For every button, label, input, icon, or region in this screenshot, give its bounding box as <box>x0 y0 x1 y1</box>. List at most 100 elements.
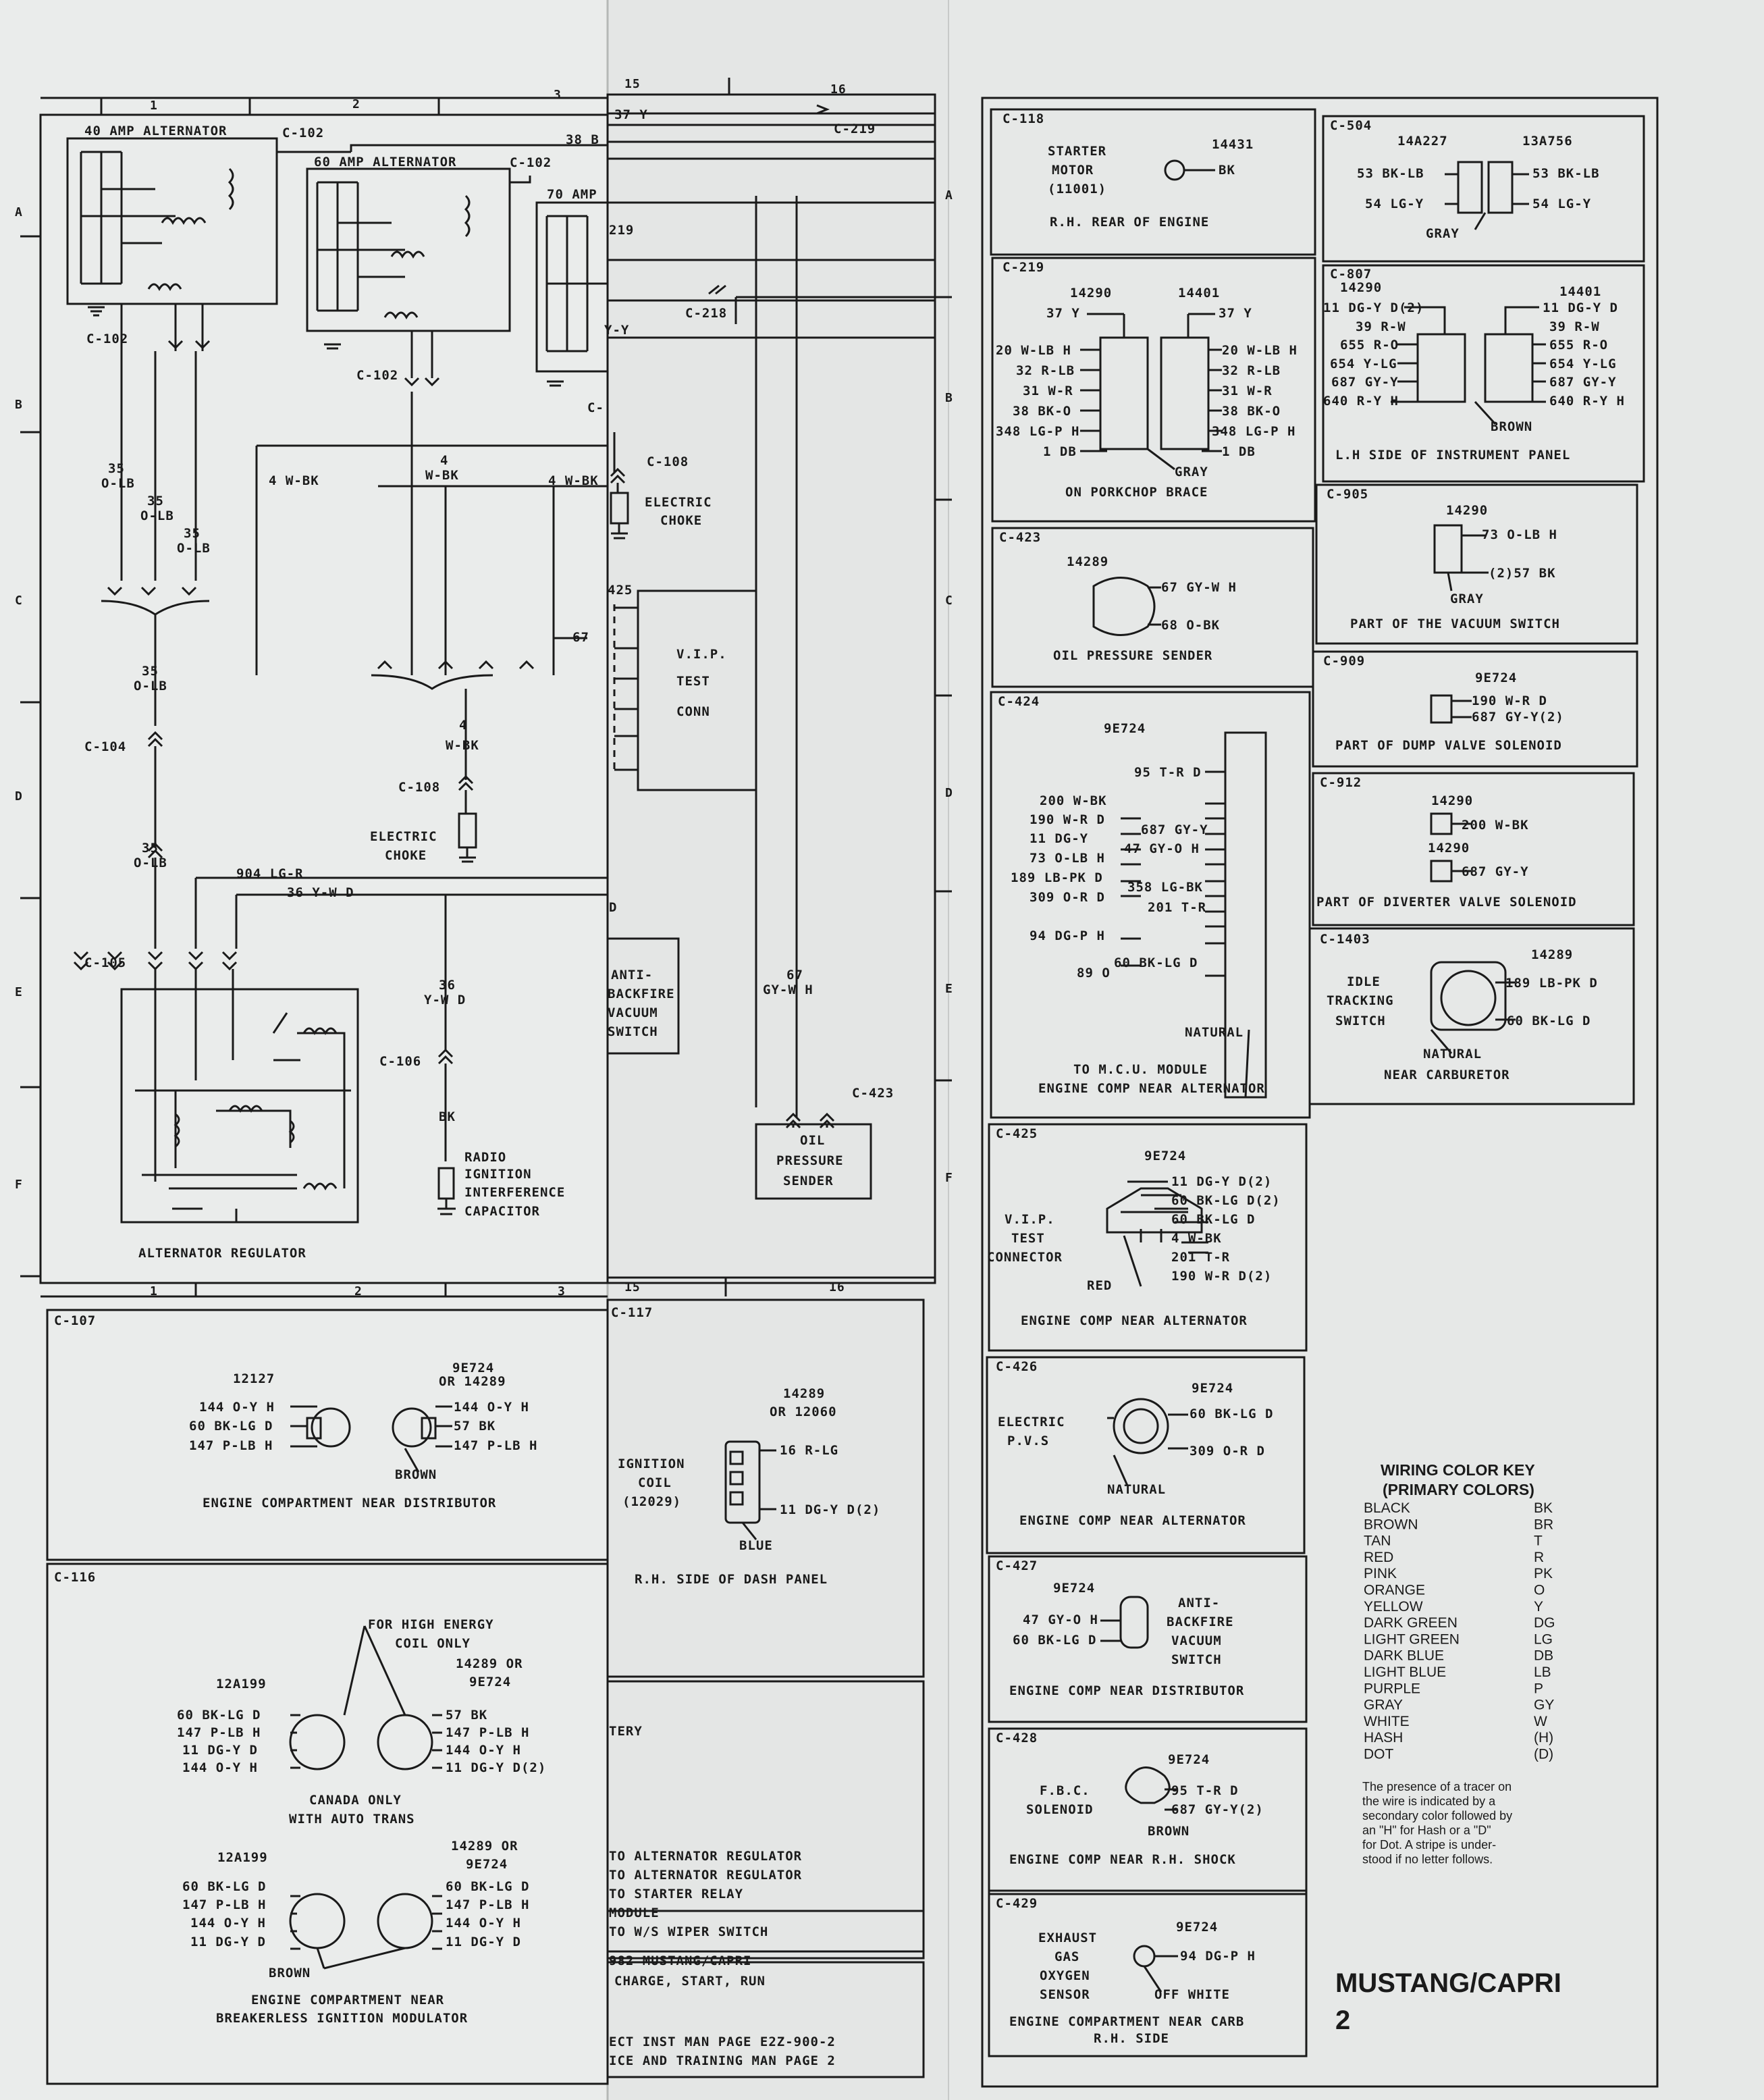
c116-canada1: CANADA ONLY <box>309 1793 402 1808</box>
c905-color: GRAY <box>1450 592 1484 606</box>
radio-1: RADIO <box>464 1150 506 1165</box>
grid-row-d-mid: D <box>945 786 953 800</box>
c427-wire2: 60 BK-LG D <box>1013 1633 1096 1648</box>
vip-1: V.I.P. <box>676 647 727 662</box>
c424-w10: 309 O-R D <box>1030 890 1105 905</box>
color-key-name: DOT <box>1364 1747 1394 1762</box>
oil-pressure-sender-box <box>755 1123 872 1200</box>
c428-id: C-428 <box>996 1731 1038 1745</box>
oil-3: SENDER <box>783 1174 834 1188</box>
color-key-note-line: The presence of a tracer on <box>1362 1780 1512 1793</box>
wire-yy: Y-Y <box>604 323 629 338</box>
c425-box <box>988 1123 1308 1352</box>
grid-row-c-mid: C <box>945 594 953 608</box>
c118-name1: STARTER <box>1048 144 1106 159</box>
color-key-code: Y <box>1534 1599 1543 1615</box>
c909-id: C-909 <box>1323 654 1365 668</box>
c427-name4: SWITCH <box>1171 1652 1222 1667</box>
c116-partA: 12A199 <box>216 1677 267 1691</box>
c424-loc2: ENGINE COMP NEAR ALTERNATOR <box>1038 1081 1265 1096</box>
alternator-70amp-box <box>535 201 609 373</box>
color-key-name: BROWN <box>1364 1517 1418 1532</box>
c118-wire: BK <box>1219 163 1235 178</box>
wire-35-b: 35 <box>147 494 164 508</box>
c1403-name1: IDLE <box>1347 974 1381 989</box>
c427-wire1: 47 GY-O H <box>1023 1612 1098 1627</box>
color-key-note-line: stood if no letter follows. <box>1362 1853 1493 1866</box>
wire-gyw: GY-W H <box>763 982 813 997</box>
c504-r2: 54 LG-Y <box>1532 196 1591 211</box>
page-number: 2 <box>1335 2005 1350 2035</box>
color-key-name: ORANGE <box>1364 1583 1425 1598</box>
index-line5: TO W/S WIPER SWITCH <box>609 1924 768 1939</box>
alternator-60amp-box <box>306 167 511 332</box>
c117-id: C-117 <box>611 1305 653 1320</box>
c504-id: C-504 <box>1330 118 1372 133</box>
c807-r6: 640 R-Y H <box>1549 394 1625 409</box>
c1403-location: NEAR CARBURETOR <box>1384 1068 1510 1082</box>
c423-id: C-423 <box>999 530 1041 545</box>
c807-r2: 39 R-W <box>1549 319 1600 334</box>
color-key-code: BR <box>1534 1517 1553 1532</box>
c912-box <box>1312 772 1635 926</box>
grid-row-e: E <box>15 985 23 999</box>
c425-w3: 60 BK-LG D <box>1171 1212 1255 1227</box>
c424-w13: 60 BK-LG D <box>1114 955 1198 970</box>
c117-part1: 14289 <box>783 1386 825 1401</box>
c909-wire1: 190 W-R D <box>1472 693 1547 708</box>
c116-d4: 11 DG-Y D <box>446 1935 521 1949</box>
c807-l1: 11 DG-Y D(2) <box>1323 300 1424 315</box>
c424-w8: 189 LB-PK D <box>1011 870 1103 885</box>
color-key-code: (H) <box>1534 1730 1553 1745</box>
color-key-code: O <box>1534 1583 1545 1598</box>
c107-part3: OR 14289 <box>439 1374 506 1389</box>
color-key-name: WHITE <box>1364 1714 1410 1729</box>
wire-35-c: 35 <box>184 526 201 541</box>
wire-4wbk-b: 4 W-BK <box>548 473 599 488</box>
c425-name1: V.I.P. <box>1005 1212 1055 1227</box>
color-key-note-line: the wire is indicated by a <box>1362 1795 1496 1808</box>
color-key-code: GY <box>1534 1698 1554 1713</box>
c102-label-a: C-102 <box>282 126 324 140</box>
c504-r1: 53 BK-LB <box>1532 166 1600 181</box>
c424-w12: 94 DG-P H <box>1030 928 1105 943</box>
color-key-code: BK <box>1534 1500 1553 1516</box>
wire-c: C- <box>587 400 604 415</box>
c107-l2: 60 BK-LG D <box>189 1419 273 1434</box>
grid-col-1: 1 <box>150 99 158 113</box>
c116-canada2: WITH AUTO TRANS <box>289 1812 415 1827</box>
c425-part: 9E724 <box>1144 1149 1186 1163</box>
c116-a3: 11 DG-Y D <box>182 1743 258 1758</box>
c428-location: ENGINE COMP NEAR R.H. SHOCK <box>1009 1852 1236 1867</box>
alt60-label: 60 AMP ALTERNATOR <box>314 155 456 169</box>
c117-name3: (12029) <box>622 1494 681 1509</box>
c423-part: 14289 <box>1067 554 1108 569</box>
c116-d3: 144 O-Y H <box>446 1916 521 1931</box>
c425-color: RED <box>1087 1278 1112 1293</box>
c1403-id: C-1403 <box>1320 932 1370 947</box>
c504-part2: 13A756 <box>1522 134 1573 149</box>
color-key-code: (D) <box>1534 1747 1553 1762</box>
c116-c4: 11 DG-Y D <box>190 1935 266 1949</box>
c116-partC: 12A199 <box>217 1850 268 1865</box>
c117-part2: OR 12060 <box>770 1405 837 1419</box>
c807-l2: 39 R-W <box>1356 319 1406 334</box>
c429-color: OFF WHITE <box>1154 1987 1230 2002</box>
c425-w2: 60 BK-LG D(2) <box>1171 1193 1281 1208</box>
index-tery: TERY <box>609 1724 643 1739</box>
alternator-40amp-box <box>66 137 278 305</box>
page-title: MUSTANG/CAPRI <box>1335 1968 1561 1998</box>
color-key-name: DARK GREEN <box>1364 1615 1458 1631</box>
c1403-name2: TRACKING <box>1327 993 1394 1008</box>
c107-r2: 57 BK <box>454 1419 496 1434</box>
c427-name2: BACKFIRE <box>1167 1615 1234 1629</box>
color-key-name: TAN <box>1364 1533 1391 1549</box>
color-key-name: HASH <box>1364 1730 1403 1745</box>
c424-w6: 47 GY-O H <box>1124 841 1200 856</box>
c1403-wire1: 189 LB-PK D <box>1505 976 1598 991</box>
c905-wire1: 73 O-LB H <box>1482 527 1557 542</box>
c425-w5: 201 T-R <box>1171 1250 1230 1265</box>
c905-wire2: (2)57 BK <box>1489 566 1556 581</box>
c807-part2: 14401 <box>1559 284 1601 299</box>
